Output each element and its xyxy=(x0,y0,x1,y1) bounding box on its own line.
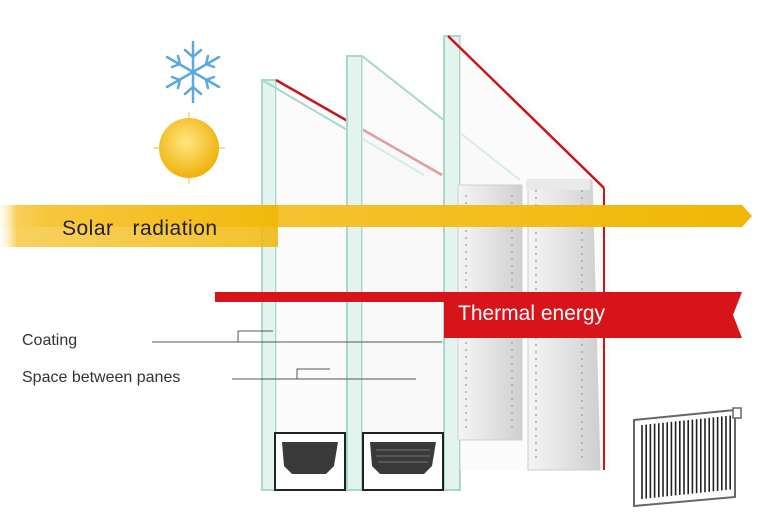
thermal-energy-label: Thermal energy xyxy=(458,302,606,325)
space-between-panes-label: Space between panes xyxy=(22,369,181,386)
label-leader-lines xyxy=(152,330,442,380)
thermal-energy-band xyxy=(215,292,742,338)
sun-icon xyxy=(153,112,225,184)
snowflake-icon xyxy=(165,40,221,104)
solar-radiation-band xyxy=(0,205,752,247)
coating-label: Coating xyxy=(22,332,78,349)
radiator-icon xyxy=(633,407,742,508)
window-frame-profile xyxy=(274,432,444,491)
solar-radiation-label: Solar radiation xyxy=(62,217,218,240)
